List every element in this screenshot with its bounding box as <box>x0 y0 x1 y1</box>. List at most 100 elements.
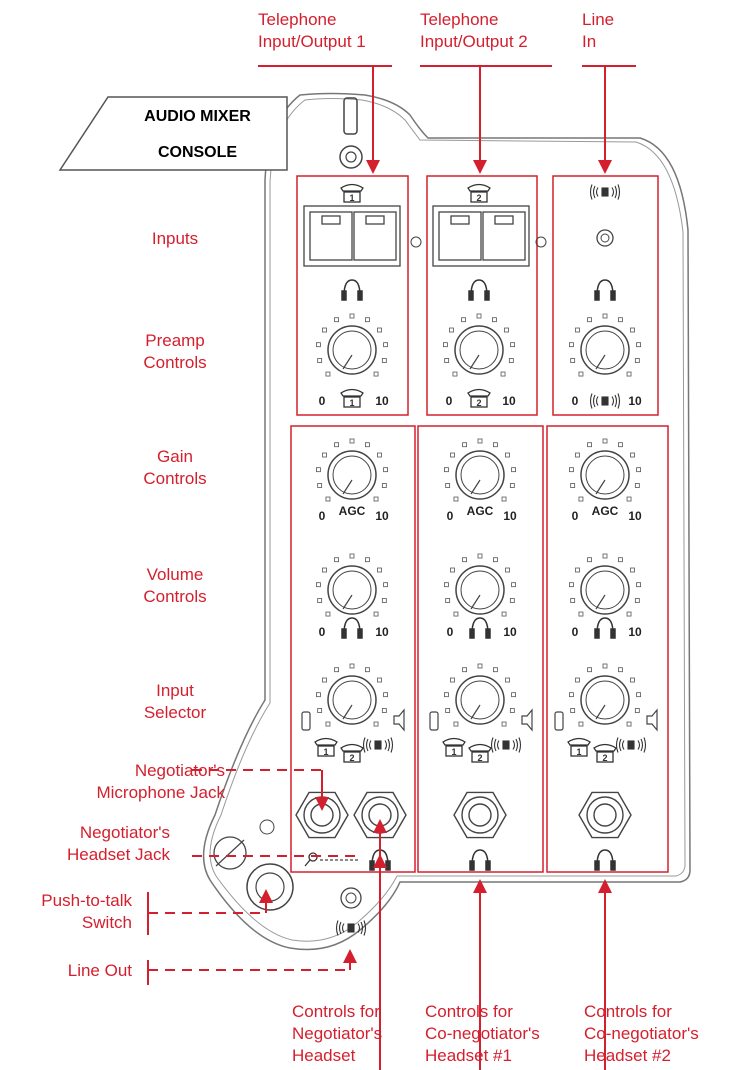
knob-ring <box>580 675 630 725</box>
knob-tick <box>511 692 516 698</box>
co2-volume-knob <box>569 553 641 617</box>
jack-ring <box>461 796 499 834</box>
knob-tick <box>325 611 331 617</box>
knob-cap <box>585 570 625 610</box>
speaker-body <box>627 740 635 750</box>
knob-cap <box>460 680 500 720</box>
knob-ring <box>327 450 377 500</box>
knob-tick <box>569 692 574 698</box>
co1-volume-min: 0 <box>447 625 454 639</box>
right-cup <box>385 860 391 871</box>
knob-tick <box>377 327 382 333</box>
speaker-body <box>374 740 382 750</box>
knob-pointer <box>342 354 353 370</box>
co1-arrowhead-icon <box>473 879 487 893</box>
knob-tick <box>587 557 592 563</box>
knob-tick <box>493 667 498 673</box>
neg-volume-max: 10 <box>375 625 389 639</box>
knob-ring <box>455 565 505 615</box>
handset <box>340 388 364 397</box>
knob-tick <box>618 442 623 448</box>
knob-tick <box>365 667 370 673</box>
speaker-body <box>502 740 510 750</box>
co-negotiator-2-box <box>546 425 669 873</box>
knob-tick <box>316 342 321 348</box>
wave-left <box>493 738 497 752</box>
headband <box>596 279 614 297</box>
knob-tick <box>317 483 323 488</box>
knob-tick <box>501 611 507 617</box>
phone-base <box>570 745 588 757</box>
left-cup <box>369 860 375 871</box>
knob-tick <box>365 317 370 323</box>
knob-tick <box>450 677 455 683</box>
co2-arrowhead-icon <box>598 879 612 893</box>
indicator-hole-icon <box>259 819 275 835</box>
line-in-jack-inner <box>600 233 610 243</box>
wave-right <box>512 740 516 750</box>
knob-tick <box>587 442 592 448</box>
line-in-speaker-icon <box>589 184 621 200</box>
round-jack-inner <box>345 151 357 163</box>
co1-gain-min: 0 <box>447 509 454 523</box>
knob-ring <box>455 450 505 500</box>
headband <box>343 279 361 297</box>
knob-tick <box>462 557 467 563</box>
line-in-jack-icon <box>596 229 614 247</box>
co1-volume-max: 10 <box>503 625 517 639</box>
co1-jack-headphone-icon <box>469 849 491 871</box>
phone-number: 2 <box>476 193 481 203</box>
knob-tick <box>381 598 387 603</box>
phone-number: 1 <box>323 747 328 757</box>
title-line-2: CONSOLE <box>157 144 238 161</box>
knob-tick <box>316 692 321 698</box>
tel1-preamp-knob <box>316 313 388 377</box>
wave-right <box>617 184 621 200</box>
knob-tick <box>322 452 327 458</box>
knob-tick <box>444 692 449 698</box>
tel2-preamp-min: 0 <box>446 394 453 408</box>
phone-number: 1 <box>576 747 581 757</box>
knob-tick <box>444 582 449 588</box>
co-negotiator-1-box <box>417 425 544 873</box>
knob-tick <box>511 467 516 473</box>
neg-mic-icon <box>301 711 311 731</box>
neg-selector-tel1-icon: 1 <box>314 737 338 757</box>
line-in-preamp-knob <box>569 313 641 377</box>
handset <box>314 737 338 746</box>
negotiator-headset-box <box>290 425 416 873</box>
neg-jack-headphone-icon <box>369 849 391 871</box>
line-out-arrowhead-icon <box>343 949 357 963</box>
knob-tick <box>381 358 387 363</box>
neg-gain-agc: AGC <box>339 504 366 518</box>
knob-tick <box>381 483 387 488</box>
tel1-headphone-icon <box>341 279 363 301</box>
knob-tick <box>334 557 339 563</box>
co1-gain-agc: AGC <box>467 504 494 518</box>
knob-tick <box>453 496 459 502</box>
knob-tick <box>322 567 327 573</box>
knob-tick <box>492 317 497 323</box>
knob-tick <box>509 483 515 488</box>
knob-tick <box>510 342 515 348</box>
row-label-inputs: Inputs <box>151 229 199 248</box>
jack-nut <box>295 791 349 839</box>
knob-tick <box>578 496 584 502</box>
knob-tick <box>444 467 449 473</box>
co2-selector-tel1-icon: 1 <box>567 737 591 757</box>
knob-pointer <box>595 479 606 495</box>
phone-base <box>470 191 488 203</box>
co2-selector-knob <box>569 663 641 727</box>
knob-tick <box>570 708 576 713</box>
co1-gain-knob <box>444 438 516 502</box>
knob-tick <box>461 317 466 323</box>
knob-tick <box>325 371 331 377</box>
neg-volume-min: 0 <box>319 625 326 639</box>
co2-volume-headphone-icon <box>594 617 616 639</box>
knob-tick <box>602 438 608 444</box>
co2-gain-min: 0 <box>572 509 579 523</box>
wave-left <box>338 921 342 935</box>
knob-tick <box>587 317 592 323</box>
